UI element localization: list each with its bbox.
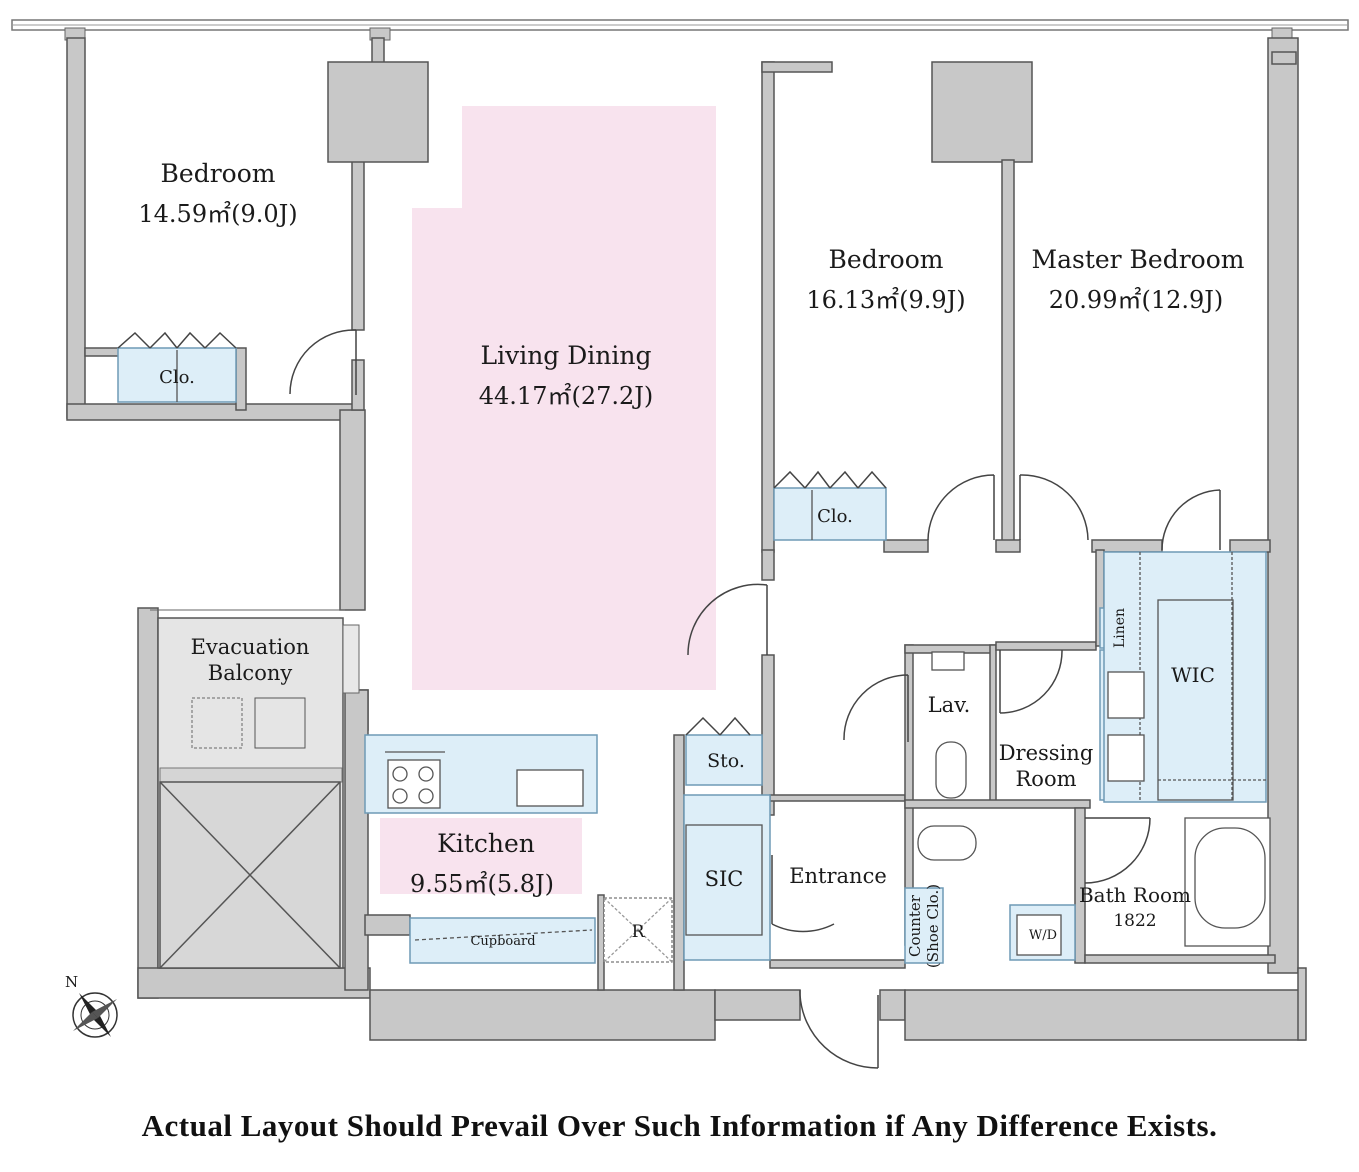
bedroom-1-name: Bedroom: [161, 159, 276, 188]
linen-label: Linen: [1112, 608, 1128, 648]
bedroom-1-area: 14.59㎡(9.0J): [138, 200, 297, 228]
living-dining-highlight: [412, 106, 716, 690]
counter-label-line2: (Shoe Clo.): [924, 884, 942, 968]
evacuation-balcony-line1: Evacuation: [191, 635, 310, 659]
closet-label-1: Clo.: [159, 367, 195, 388]
door-master: [1019, 474, 1089, 541]
lav-label: Lav.: [928, 693, 971, 717]
window-frame: [11, 19, 1349, 41]
fixture-details: [176, 350, 1271, 963]
evacuation-balcony-line2: Balcony: [208, 661, 293, 685]
master-bedroom-name: Master Bedroom: [1031, 245, 1244, 274]
kitchen-name: Kitchen: [437, 829, 535, 858]
disclaimer-text: Actual Layout Should Prevail Over Such I…: [141, 1108, 1218, 1143]
cupboard-label: Cupboard: [470, 934, 535, 949]
entrance-label: Entrance: [789, 864, 887, 888]
dressing-room-line2: Room: [1015, 767, 1076, 791]
walls: [66, 37, 1307, 1041]
wic-label: WIC: [1171, 663, 1215, 687]
door-entrance-inner: [771, 855, 835, 933]
kitchen-highlight: [380, 818, 582, 894]
room-labels: Bedroom 14.59㎡(9.0J) Living Dining 44.17…: [138, 159, 1244, 968]
sic-storage: [683, 794, 771, 961]
door-living: [687, 583, 768, 656]
kitchen-area: 9.55㎡(5.8J): [410, 870, 554, 898]
counter-shoe-closet: [904, 887, 944, 964]
door-bedroom-2: [927, 474, 995, 541]
door-main-entrance: [799, 990, 879, 1069]
sto-label: Sto.: [707, 750, 745, 772]
compass-icon: N: [65, 973, 118, 1038]
closet-label-2: Clo.: [817, 506, 853, 527]
sic-label: SIC: [705, 867, 744, 891]
door-bath: [1084, 817, 1151, 884]
bedroom-2-area: 16.13㎡(9.9J): [806, 286, 965, 314]
bedroom-2-name: Bedroom: [829, 245, 944, 274]
storage-sto: [685, 734, 763, 786]
counter-label-line1: Counter: [906, 894, 924, 957]
door-lav: [843, 674, 909, 742]
door-dressing: [999, 649, 1063, 714]
dressing-room-line1: Dressing: [999, 741, 1094, 765]
door-wic: [1161, 489, 1221, 551]
cupboard: [409, 917, 596, 964]
doors: [117, 329, 1221, 1069]
living-dining-name: Living Dining: [480, 341, 651, 370]
bath-room-size: 1822: [1113, 911, 1156, 931]
master-bedroom-area: 20.99㎡(12.9J): [1049, 286, 1224, 314]
evacuation-balcony-area: [150, 609, 360, 969]
living-dining-area: 44.17㎡(27.2J): [479, 382, 654, 410]
bath-room-name: Bath Room: [1079, 883, 1191, 907]
wd-label: W/D: [1029, 928, 1057, 943]
floor-plan: N Bedroom 14.59㎡(9.0J) Living Dining 44.…: [11, 19, 1349, 1069]
north-label: N: [65, 973, 78, 991]
refrigerator-label: R: [632, 922, 646, 942]
door-bedroom-1: [289, 329, 357, 395]
